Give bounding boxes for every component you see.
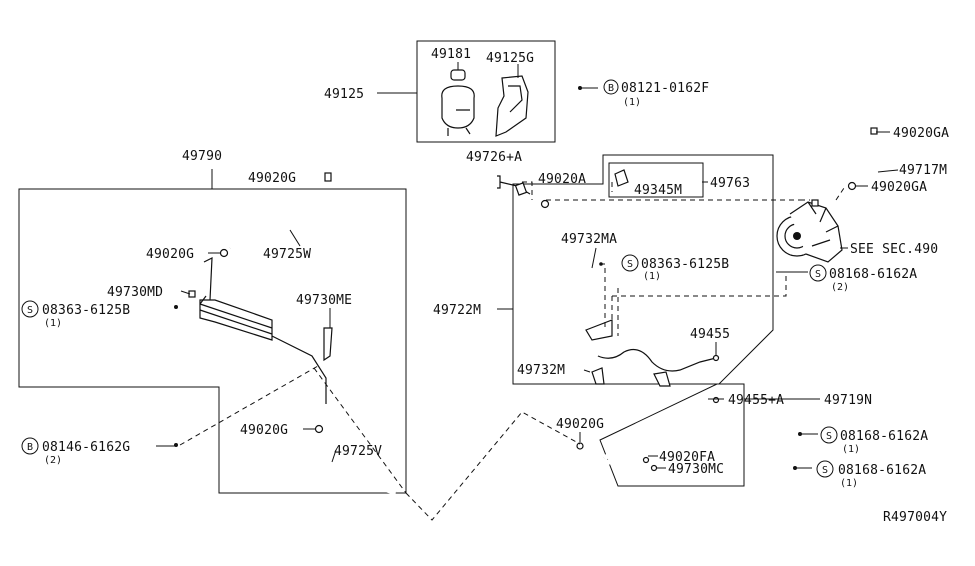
svg-text:B: B [608, 83, 614, 94]
label-49455A: 49455+A [728, 393, 784, 408]
svg-text:(1): (1) [643, 271, 661, 282]
label-49020G-mid: 49020G [556, 417, 604, 432]
label-49455: 49455 [690, 327, 730, 342]
label-49020A: 49020A [538, 172, 586, 187]
label-49020G-bottom: 49020G [240, 423, 288, 438]
leader-lines [156, 62, 899, 470]
screw-s-icon [621, 254, 639, 272]
label-49730MC: 49730MC [668, 462, 724, 477]
bolt-b-icon [603, 79, 619, 95]
reservoir-bracket [495, 75, 529, 137]
reservoir-cap [450, 69, 466, 81]
diagram-id: R497004Y [883, 510, 947, 525]
part-labels: 49181 49125G 49125 08121-0162F (1) 49020… [42, 47, 949, 525]
svg-text:(1): (1) [44, 318, 62, 329]
suction-hose [847, 127, 884, 192]
reservoir-group [377, 40, 556, 143]
reservoir-box [416, 40, 556, 143]
label-08168-6162A-mid: 08168-6162A [840, 429, 928, 444]
bolt-b-icon [21, 437, 39, 455]
label-49732MA: 49732MA [561, 232, 617, 247]
label-49020G-left: 49020G [146, 247, 194, 262]
label-49732M: 49732M [517, 363, 565, 378]
label-49730ME: 49730ME [296, 293, 352, 308]
label-49717M: 49717M [899, 163, 947, 178]
label-49345M: 49345M [634, 183, 682, 198]
reservoir-tank [441, 85, 475, 129]
markers: S S S S S B [21, 254, 838, 478]
label-49020FA: 49020FA [659, 450, 715, 465]
label-49181: 49181 [431, 47, 471, 62]
svg-text:(1): (1) [840, 478, 858, 489]
label-49719N: 49719N [824, 393, 872, 408]
label-08121-0162F: 08121-0162F [621, 81, 709, 96]
dashed-leaders [179, 181, 845, 521]
screw-s-icon [816, 460, 834, 478]
screw-s-icon [809, 264, 827, 282]
svg-text:(2): (2) [44, 455, 62, 466]
label-08146-6162G: 08146-6162G [42, 440, 130, 455]
label-08363-6125B-right: 08363-6125B [641, 257, 729, 272]
pipe-box [512, 154, 774, 385]
tube-box [599, 383, 745, 487]
bracket-box [608, 162, 704, 198]
screw-s-icon [820, 426, 838, 444]
svg-text:B: B [27, 442, 33, 453]
bolt-08121: B [578, 79, 619, 95]
label-49763: 49763 [710, 176, 750, 191]
label-08168-6162A-top: 08168-6162A [829, 267, 917, 282]
svg-text:(1): (1) [623, 97, 641, 108]
svg-text:S: S [627, 259, 633, 270]
label-49725W: 49725W [263, 247, 311, 262]
label-49790: 49790 [182, 149, 222, 164]
power-steering-pump [776, 199, 843, 263]
label-49125: 49125 [324, 87, 364, 102]
cooler-group [18, 169, 407, 495]
svg-text:S: S [822, 465, 828, 476]
label-49020GA: 49020GA [871, 180, 927, 195]
label-08168-6162A-bot: 08168-6162A [838, 463, 926, 478]
svg-text:(1): (1) [842, 444, 860, 455]
label-49020G-top: 49020G [248, 171, 296, 186]
pipe-group [497, 154, 787, 387]
screw-s-icon [21, 300, 39, 318]
label-49726A: 49726+A [466, 150, 522, 165]
label-49020GA-top: 49020GA [893, 126, 949, 141]
label-49722M: 49722M [433, 303, 481, 318]
tube-group [576, 383, 820, 487]
label-49125G: 49125G [486, 51, 534, 66]
svg-text:S: S [826, 431, 832, 442]
oil-cooler [199, 299, 273, 341]
svg-text:S: S [815, 269, 821, 280]
label-see-sec: SEE SEC.490 [850, 242, 938, 257]
svg-text:(2): (2) [831, 282, 849, 293]
label-49725V: 49725V [334, 444, 382, 459]
svg-text:S: S [27, 305, 33, 316]
label-08363-6125B-left: 08363-6125B [42, 303, 130, 318]
cooler-box [18, 188, 407, 494]
label-49730MD: 49730MD [107, 285, 163, 300]
